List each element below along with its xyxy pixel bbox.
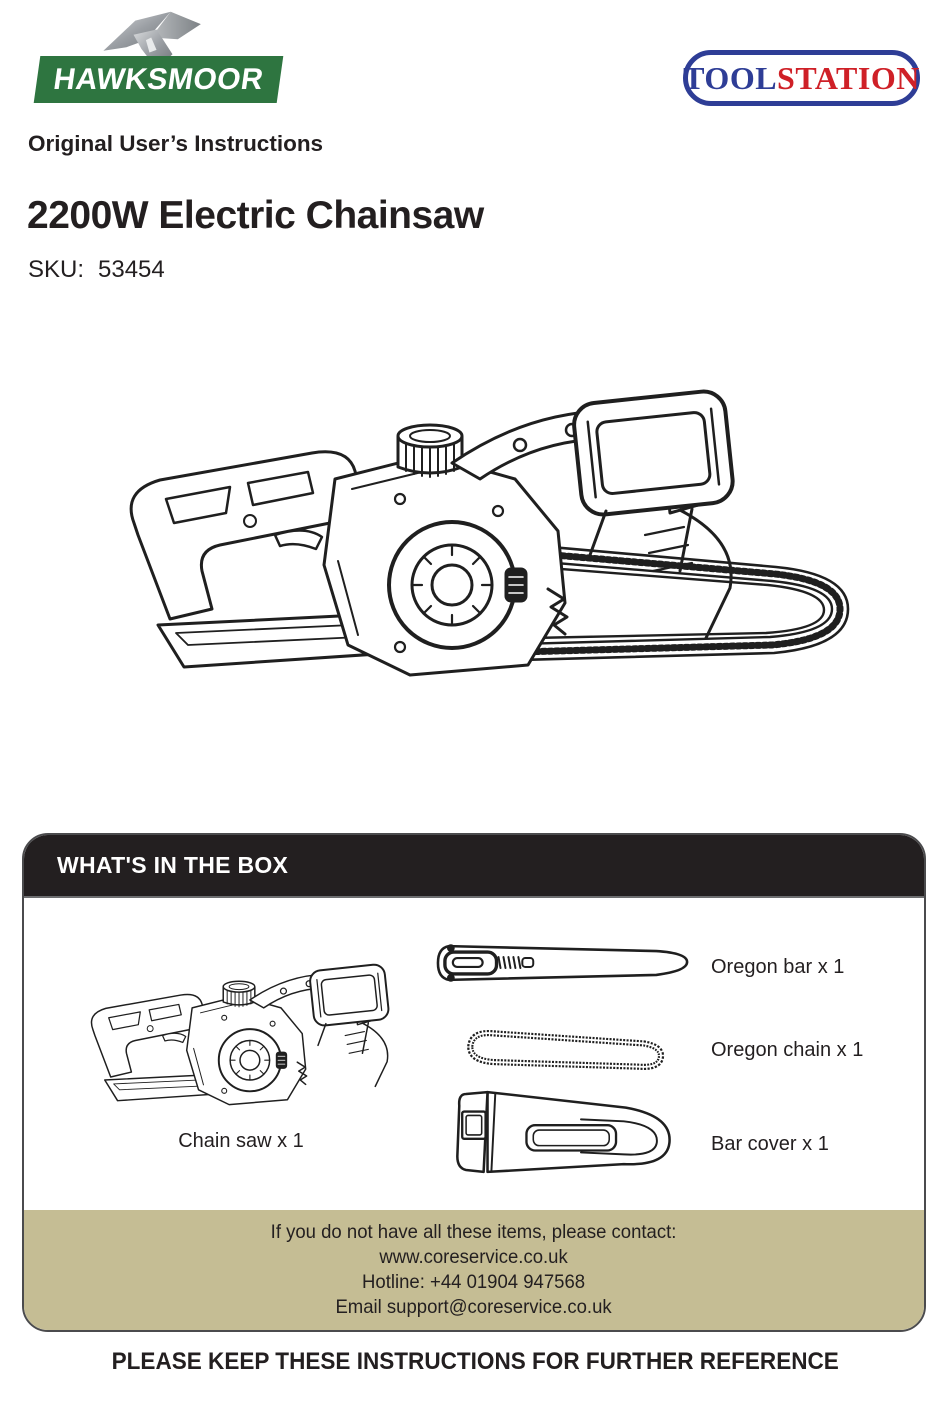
contact-lines: If you do not have all these items, plea…	[271, 1220, 677, 1320]
whats-in-box-title: WHAT'S IN THE BOX	[57, 852, 289, 878]
item-label-oregon-chain: Oregon chain x 1	[711, 1039, 864, 1061]
sku-row: SKU: 53454	[28, 256, 165, 284]
contact-panel: If you do not have all these items, plea…	[24, 1210, 924, 1330]
toolstation-wordmark-tool: TOOL	[683, 59, 778, 96]
item-label-bar-cover: Bar cover x 1	[711, 1133, 829, 1155]
hawksmoor-wordmark-box: HAWKSMOOR	[33, 56, 284, 103]
item-label-chain-saw: Chain saw x 1	[178, 1130, 304, 1152]
contact-email: Email support@coreservice.co.uk	[335, 1296, 613, 1318]
hawksmoor-wordmark: HAWKSMOOR	[51, 62, 266, 96]
chainsaw-main-illustration	[129, 389, 850, 677]
hawksmoor-logo: HAWKSMOOR	[33, 10, 285, 105]
contact-intro: If you do not have all these items, plea…	[271, 1221, 677, 1243]
chain-saw-item-illustration	[90, 962, 391, 1106]
hawk-icon	[103, 11, 201, 72]
toolstation-wordmark-station: STATION	[777, 59, 920, 96]
item-label-oregon-bar: Oregon bar x 1	[711, 956, 845, 978]
whats-in-box-panel: WHAT'S IN THE BOX Chain saw x 1 Oregon b…	[22, 833, 926, 1332]
contact-website: www.coreservice.co.uk	[379, 1246, 569, 1268]
whats-in-box-header: WHAT'S IN THE BOX	[24, 835, 924, 898]
keep-instructions-note: PLEASE KEEP THESE INSTRUCTIONS FOR FURTH…	[111, 1348, 839, 1375]
sku-label: SKU:	[28, 256, 85, 283]
toolstation-logo: TOOLSTATION	[683, 50, 920, 106]
toolstation-wordmark: TOOLSTATION	[683, 60, 920, 97]
bar-cover-item-illustration	[456, 1090, 671, 1174]
sku-value: 53454	[98, 256, 165, 283]
page-title: 2200W Electric Chainsaw	[27, 194, 484, 237]
oregon-bar-item-illustration	[436, 944, 689, 982]
contact-hotline: Hotline: +44 01904 947568	[362, 1271, 586, 1293]
whats-in-box-contents: Chain saw x 1 Oregon bar x 1 Oregon chai…	[24, 898, 924, 1210]
oregon-chain-item-illustration	[467, 1029, 665, 1070]
doc-type-heading: Original User’s Instructions	[28, 131, 324, 156]
